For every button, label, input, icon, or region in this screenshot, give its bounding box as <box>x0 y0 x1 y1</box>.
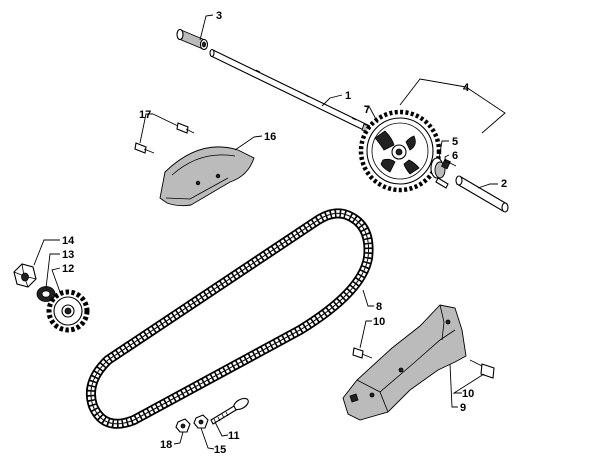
callout-8: 8 <box>376 301 382 313</box>
part-10-screws <box>352 347 495 379</box>
part-11-eye-bolt <box>210 397 249 425</box>
callout-4: 4 <box>463 82 470 94</box>
part-17-bolts <box>134 122 195 154</box>
part-14-nut <box>13 263 37 288</box>
part-1-shaft <box>209 48 382 139</box>
part-5-6-hub-assembly <box>430 157 457 189</box>
part-15-nut <box>193 414 209 429</box>
callout-11: 11 <box>228 430 240 442</box>
callout-labels: 3 1 7 4 5 6 2 17 16 14 13 12 8 10 10 9 1… <box>62 10 507 456</box>
callout-18: 18 <box>160 439 172 451</box>
callout-2: 2 <box>501 178 507 190</box>
callout-10-lower: 10 <box>462 388 474 400</box>
part-9-lower-guard <box>342 304 467 421</box>
part-12-drive-sprocket <box>46 289 90 333</box>
leader-lines <box>33 14 506 450</box>
part-3-bushing <box>176 28 209 51</box>
part-2-pin <box>455 175 509 213</box>
callout-7: 7 <box>364 104 370 116</box>
part-13-washer <box>36 286 56 302</box>
part-8-chain <box>85 208 374 429</box>
callout-1: 1 <box>345 90 351 102</box>
part-18-nut <box>175 418 191 433</box>
callout-16: 16 <box>264 131 276 143</box>
callout-15: 15 <box>214 444 226 456</box>
part-7-driven-sprocket <box>358 109 442 193</box>
callout-10-upper: 10 <box>373 316 385 328</box>
part-16-guard <box>159 146 255 207</box>
callout-12: 12 <box>62 263 74 275</box>
callout-14: 14 <box>62 235 75 247</box>
callout-3: 3 <box>216 10 222 22</box>
callout-17: 17 <box>139 109 151 121</box>
callout-5: 5 <box>452 136 458 148</box>
callout-13: 13 <box>62 249 74 261</box>
callout-6: 6 <box>452 150 458 162</box>
callout-9: 9 <box>460 402 466 414</box>
